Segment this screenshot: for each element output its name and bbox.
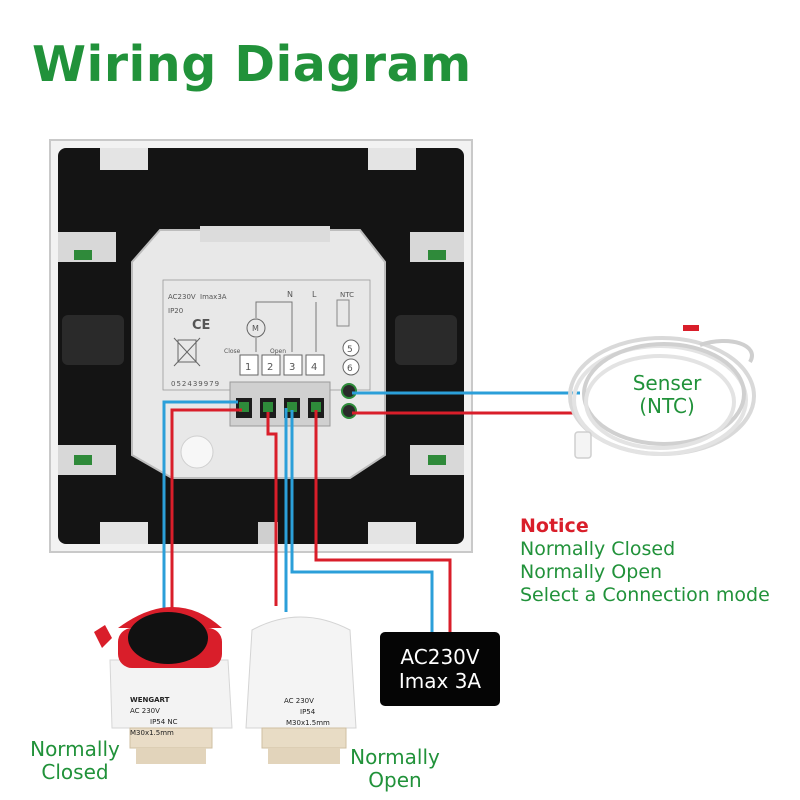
actuator-normally-open: AC 230V IP54 M30x1.5mm <box>245 616 357 764</box>
nc-label-line1: Normally <box>30 737 120 761</box>
current-mark: Imax3A <box>200 293 227 301</box>
no-thread: M30x1.5mm <box>286 719 330 727</box>
nc-label-line2: Closed <box>41 760 109 784</box>
sensor-label-line2: (NTC) <box>639 394 695 418</box>
power-current: Imax 3A <box>398 669 482 693</box>
normally-open-label: Normally Open <box>340 746 450 792</box>
actuator-normally-closed: WENGART AC 230V IP54 NC M30x1.5mm <box>94 607 233 764</box>
notice-title: Notice <box>520 515 589 537</box>
terminal-4: 4 <box>311 362 317 373</box>
open-label: Open <box>270 348 286 355</box>
nc-rating: AC 230V <box>130 707 160 715</box>
notice-line-select-mode: Select a Connection mode <box>520 584 770 606</box>
disposal-icon <box>173 337 201 367</box>
no-label-line1: Normally <box>350 745 440 769</box>
terminal-l-label: L <box>312 290 317 299</box>
wire-l-red <box>314 410 452 632</box>
ip-mark: IP20 <box>168 307 183 315</box>
sensor-label-line1: Senser <box>632 371 702 395</box>
wire-nc-blue <box>162 400 238 612</box>
wire-nc-red <box>170 408 242 612</box>
wire-no-red <box>266 412 278 606</box>
close-label: Close <box>224 348 241 355</box>
terminal-2: 2 <box>267 362 273 373</box>
terminal-6: 6 <box>347 364 353 374</box>
thermostat-back-plate <box>49 139 473 553</box>
rating-mark: AC230V <box>168 293 196 301</box>
notice-line-normally-open: Normally Open <box>520 561 663 583</box>
notice-line-normally-closed: Normally Closed <box>520 538 676 560</box>
wire-n-blue <box>290 410 434 632</box>
no-ip: IP54 <box>300 708 316 716</box>
terminal-1: 1 <box>245 362 251 373</box>
nc-ip: IP54 NC <box>150 718 178 726</box>
diagram-title: Wiring Diagram <box>32 36 472 93</box>
wires <box>162 391 580 632</box>
no-rating: AC 230V <box>284 697 314 705</box>
sensor-label: Senser (NTC) <box>622 372 712 418</box>
terminal-n-label: N <box>287 290 293 299</box>
serial-mark: 052439979 <box>171 380 220 388</box>
terminal-5: 5 <box>347 345 353 355</box>
terminal-ntc-label: NTC <box>340 291 354 299</box>
motor-mark: M <box>252 324 259 333</box>
nc-thread: M30x1.5mm <box>130 729 174 737</box>
terminal-3: 3 <box>289 362 295 373</box>
terminal-block <box>229 381 357 427</box>
ntc-sensor-coil <box>568 325 756 459</box>
no-label-line2: Open <box>368 768 422 792</box>
terminal-numbers: 1 2 3 4 5 6 <box>239 339 360 376</box>
terminal-markings: AC230V Imax3A IP20 CE N L NTC Close Open… <box>162 279 371 391</box>
nc-brand: WENGART <box>130 696 170 704</box>
power-voltage: AC230V <box>400 645 480 669</box>
notice-block: Notice Normally Closed Normally Open Sel… <box>520 515 770 607</box>
ce-mark: CE <box>192 318 210 333</box>
power-supply-box: AC230V Imax 3A <box>380 632 500 706</box>
normally-closed-label: Normally Closed <box>22 738 128 784</box>
